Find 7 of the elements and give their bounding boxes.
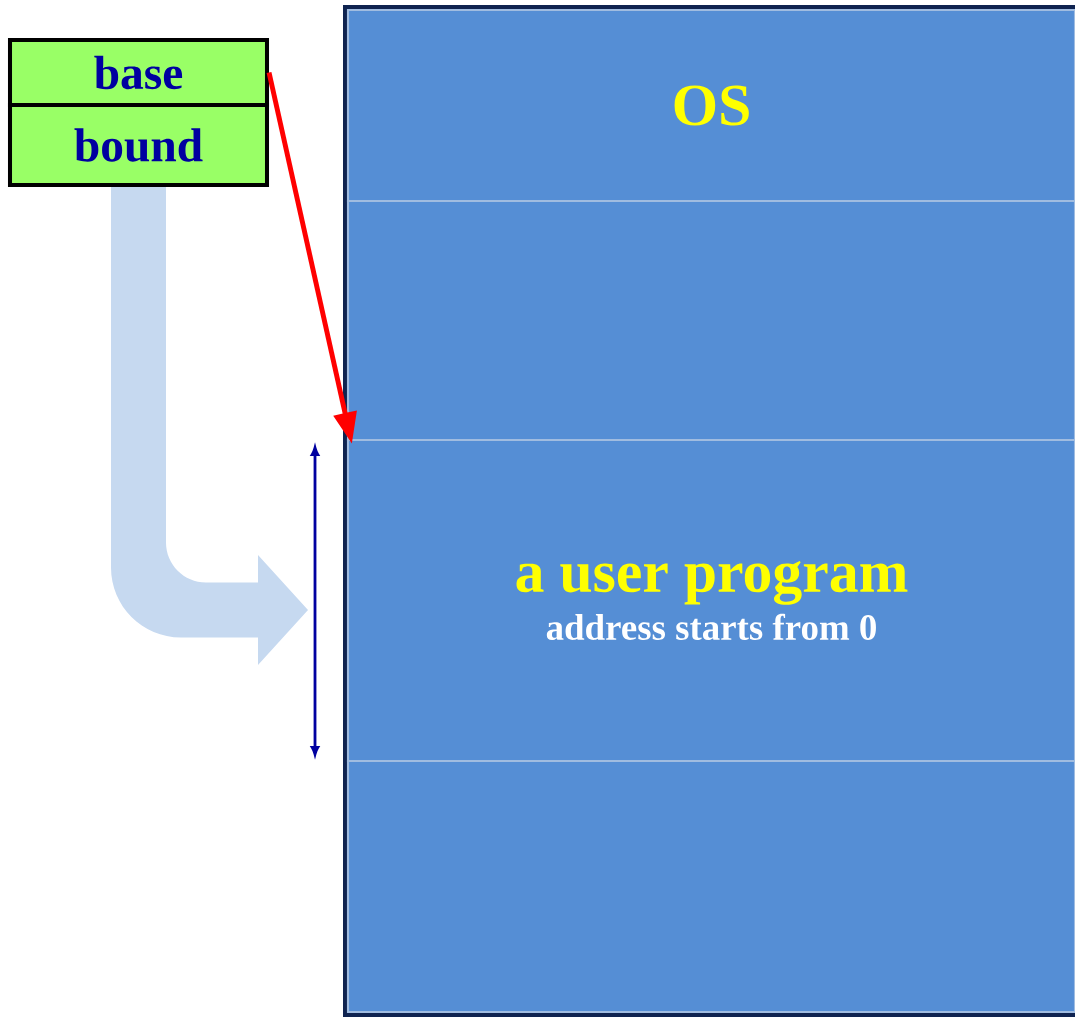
register-cell: bound <box>8 103 269 188</box>
memory-segment <box>346 759 1075 1014</box>
memory-segment <box>346 199 1075 442</box>
bent-arrow <box>111 187 308 666</box>
memory-segment: a user program address starts from 0 <box>346 438 1075 763</box>
memory-segment: OS <box>346 8 1075 203</box>
register-cell: base <box>8 38 269 108</box>
